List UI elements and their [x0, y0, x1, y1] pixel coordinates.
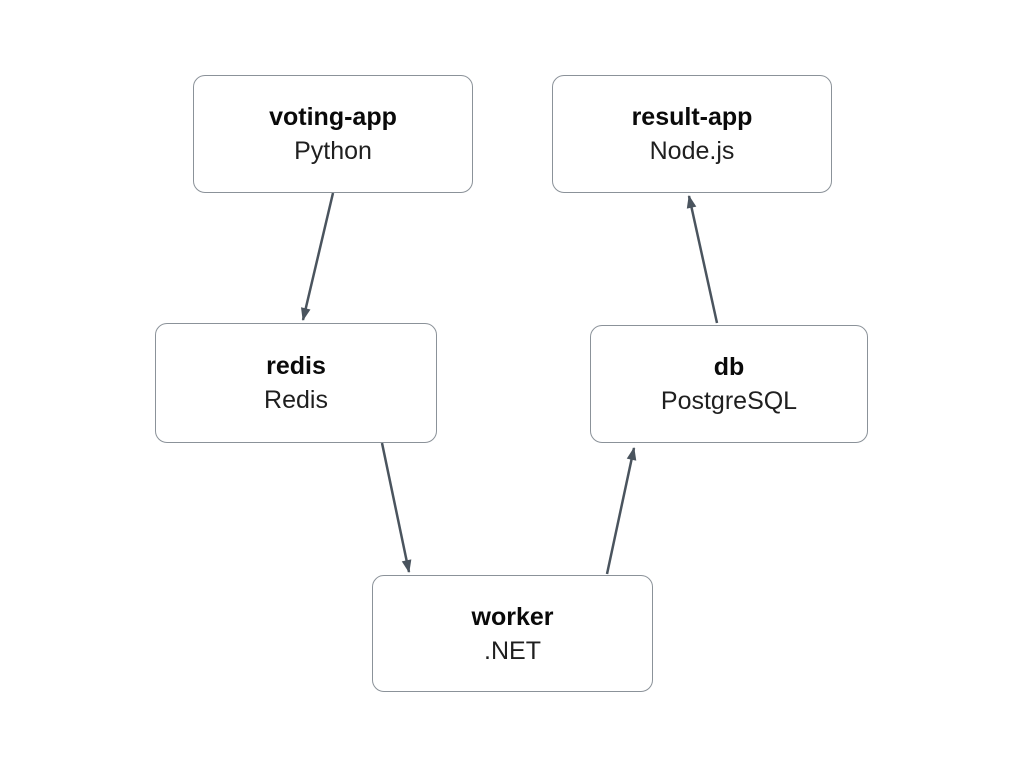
node-title: db [713, 353, 745, 381]
edge-redis-to-worker [380, 442, 412, 574]
node-subtitle: Python [294, 137, 372, 165]
node-title: worker [471, 602, 554, 631]
node-subtitle: PostgreSQL [660, 387, 798, 415]
node-title: voting-app [269, 103, 397, 131]
edge-db-to-result-app [686, 194, 719, 324]
edge-worker-to-db [605, 446, 637, 575]
node-redis: redis Redis [155, 323, 437, 443]
node-title: redis [266, 352, 326, 380]
node-subtitle: Node.js [649, 137, 735, 165]
node-voting-app: voting-app Python [193, 75, 473, 193]
node-subtitle: Redis [264, 386, 328, 414]
edge-voting-app-to-redis [300, 192, 335, 322]
node-db: db PostgreSQL [590, 325, 868, 443]
node-worker: worker .NET [372, 575, 653, 692]
node-result-app: result-app Node.js [552, 75, 832, 193]
node-title: result-app [631, 103, 753, 131]
node-subtitle: .NET [484, 636, 541, 665]
